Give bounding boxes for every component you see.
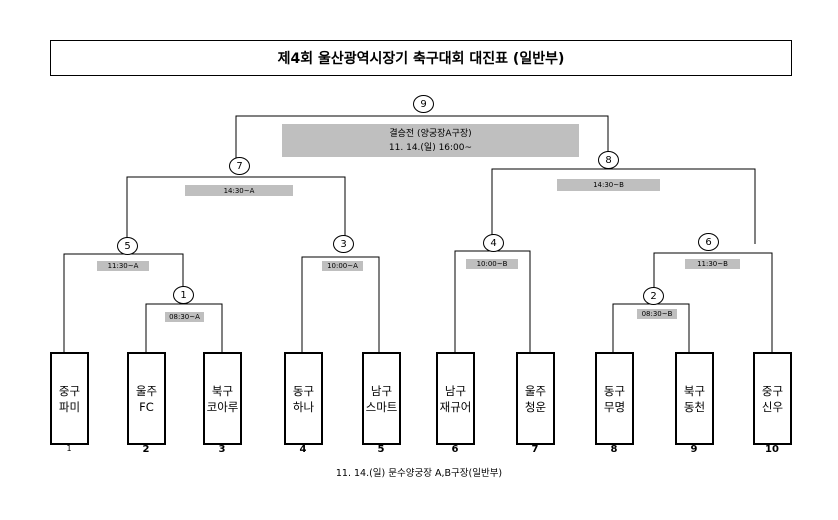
team-number-4: 4 (299, 444, 307, 455)
match-number: 4 (490, 237, 497, 249)
team-name: 재규어 (439, 399, 472, 414)
team-name: 코아루 (206, 399, 239, 414)
bracket-line-m6 (653, 252, 773, 352)
match-6-circle: 6 (698, 233, 719, 251)
time-label-m4: 10:00~B (466, 259, 518, 269)
match-number: 8 (605, 154, 612, 166)
title-text: 제4회 울산광역시장기 축구대회 대진표 (일반부) (277, 51, 565, 67)
match-number: 2 (650, 290, 657, 302)
match-5-circle: 5 (117, 237, 138, 255)
team-name: 청운 (524, 399, 547, 414)
match-9-circle: 9 (413, 95, 434, 113)
match-number: 1 (180, 289, 187, 301)
team-district: 북구 (683, 383, 706, 398)
team-district: 울주 (524, 383, 547, 398)
match-2-circle: 2 (643, 287, 664, 305)
time-label-m5: 11:30~A (97, 261, 149, 271)
team-number-5: 5 (377, 444, 385, 455)
time-label-m2: 08:30~B (637, 309, 677, 319)
team-name: FC (139, 399, 154, 414)
time-text: 11:30~A (107, 262, 139, 270)
bracket-line-final (235, 115, 609, 172)
team-district: 중구 (58, 383, 81, 398)
time-label-m1: 08:30~A (165, 312, 204, 322)
match-number: 7 (236, 160, 243, 172)
time-label-m8: 14:30~B (557, 179, 660, 191)
team-name: 스마트 (365, 399, 398, 414)
time-text: 10:00~B (476, 260, 508, 268)
team-number-2: 2 (142, 444, 150, 455)
match-number: 6 (705, 236, 712, 248)
time-label-m6: 11:30~B (685, 259, 740, 269)
team-number-9: 9 (690, 444, 698, 455)
team-number-10: 10 (765, 444, 779, 455)
team-district: 울주 (135, 383, 158, 398)
match-1-circle: 1 (173, 286, 194, 304)
team-name: 파미 (58, 399, 81, 414)
team-name: 신우 (761, 399, 784, 414)
team-number-6: 6 (451, 444, 459, 455)
team-district: 북구 (211, 383, 234, 398)
match-number: 5 (124, 240, 131, 252)
team-district: 중구 (761, 383, 784, 398)
team-district: 동구 (292, 383, 315, 398)
time-text: 14:30~B (593, 181, 624, 189)
team-number-8: 8 (610, 444, 618, 455)
bracket-line-m3 (301, 256, 380, 352)
match-8-circle: 8 (598, 151, 619, 169)
team-number-3: 3 (218, 444, 226, 455)
time-text: 08:30~A (169, 313, 200, 321)
time-text: 10:00~A (327, 262, 358, 270)
match-7-circle: 7 (229, 157, 250, 175)
team-name: 무명 (603, 399, 626, 414)
team-district: 남구 (370, 383, 393, 398)
bracket-line-m8 (491, 168, 756, 244)
team-number-7: 7 (531, 444, 539, 455)
time-text: 11:30~B (697, 260, 728, 268)
match-number: 3 (340, 238, 347, 250)
time-text: 14:30~A (223, 186, 255, 195)
bracket-line-m1 (145, 303, 223, 352)
bracket-line-m7 (126, 176, 346, 245)
match-4-circle: 4 (483, 234, 504, 252)
team-name: 동천 (683, 399, 706, 414)
time-text: 08:30~B (641, 310, 673, 318)
page-title: 제4회 울산광역시장기 축구대회 대진표 (일반부) (50, 40, 792, 76)
match-number: 9 (420, 98, 427, 110)
final-info: 결승전 (양궁장A구장) 11. 14.(일) 16:00~ (282, 124, 579, 157)
match-3-circle: 3 (333, 235, 354, 253)
final-venue: 결승전 (양궁장A구장) (389, 128, 472, 139)
team-number-1: 1 (66, 444, 72, 453)
final-time: 11. 14.(일) 16:00~ (388, 142, 473, 153)
team-district: 남구 (444, 383, 467, 398)
footer-note: 11. 14.(일) 문수양궁장 A,B구장(일반부) (335, 468, 503, 479)
team-district: 동구 (603, 383, 626, 398)
time-label-m3: 10:00~A (322, 261, 363, 271)
time-label-m7: 14:30~A (185, 185, 293, 196)
team-name: 하나 (292, 399, 315, 414)
